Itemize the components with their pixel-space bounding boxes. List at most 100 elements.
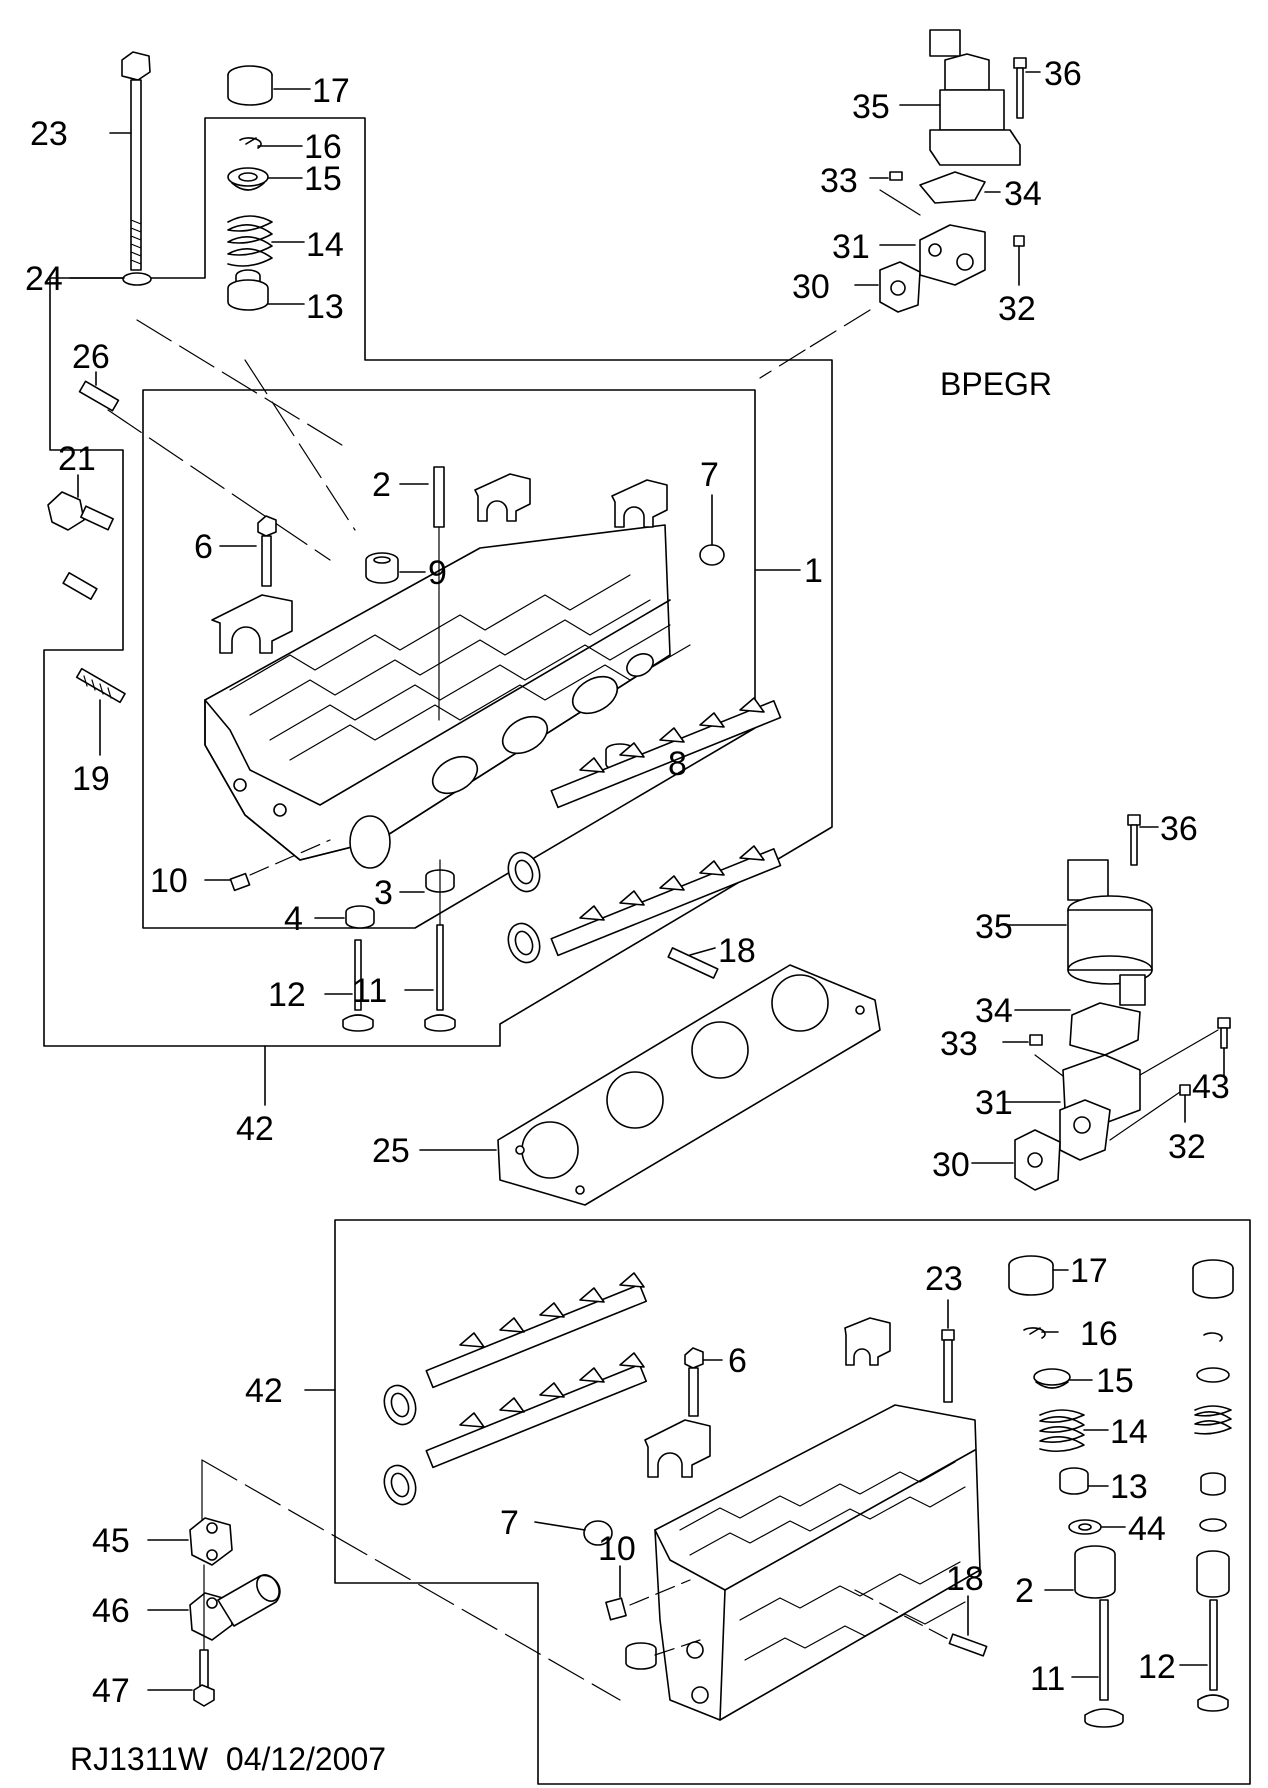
guide-far-right: [1196, 1550, 1230, 1598]
camshaft-top-upper: [550, 697, 782, 809]
callout-17-bottom: 17: [1070, 1252, 1108, 1290]
callout-18-top: 18: [718, 932, 756, 970]
adapter-31a: [919, 224, 986, 286]
seal-13a: [227, 269, 269, 311]
gasket-34a: [919, 171, 986, 204]
cylinder-head-42-bottom: [654, 1404, 981, 1721]
plug-7b: [583, 1520, 613, 1546]
callout-7-bottom: 7: [500, 1504, 519, 1542]
callout-17-top: 17: [312, 72, 350, 110]
group-42-top-outline: [43, 117, 833, 1047]
bearing-cap-bottom: [644, 1419, 711, 1478]
callout-42-top: 42: [236, 1110, 274, 1148]
gasket-34b: [1069, 1002, 1141, 1056]
callout-46: 46: [92, 1592, 130, 1630]
camshaft-bottom-upper: [425, 1272, 648, 1389]
lifter-17b: [1008, 1255, 1054, 1296]
callout-34-right: 34: [975, 992, 1013, 1030]
callout-4: 4: [284, 900, 303, 938]
seal-far-right: [1200, 1472, 1226, 1496]
bolt-6a: [257, 515, 277, 587]
variant-label: BPEGR: [940, 366, 1052, 402]
retainer-15b: [1033, 1368, 1071, 1389]
camshaft-top-lower: [550, 845, 782, 957]
lifter-17a: [227, 65, 273, 106]
callout-11-bottom: 11: [1030, 1660, 1065, 1698]
callout-8: 8: [668, 745, 687, 783]
keeper-far-right: [1203, 1332, 1223, 1342]
plug-10a: [229, 872, 251, 892]
callout-13-bottom: 13: [1110, 1468, 1148, 1506]
bearing-cap-right: [611, 479, 668, 528]
dowel-26: [78, 380, 120, 412]
callout-6-top: 6: [194, 528, 213, 566]
callout-32-right: 32: [1168, 1128, 1206, 1166]
head-gasket-25: [497, 964, 881, 1206]
callout-14-top: 14: [306, 226, 344, 264]
callout-24: 24: [25, 260, 63, 298]
gasket-45: [189, 1517, 233, 1566]
cylinder-head-1: [204, 524, 691, 869]
spring-14a: [227, 215, 273, 267]
callout-2-top: 2: [372, 466, 391, 504]
guide-2b: [1074, 1545, 1116, 1599]
valve-11b: [1084, 1599, 1124, 1728]
stud-18b: [948, 1633, 988, 1657]
seal-9: [365, 552, 399, 584]
washer-24: [122, 272, 152, 286]
callout-21: 21: [58, 440, 96, 478]
callout-36-top: 36: [1044, 55, 1082, 93]
bearing-cap-mid: [474, 473, 531, 522]
lifter-far-right: [1192, 1259, 1234, 1299]
callout-30-top: 30: [792, 268, 830, 306]
guide-2a: [433, 466, 445, 528]
callout-10-top: 10: [150, 862, 188, 900]
cup-bottom: [625, 1642, 657, 1670]
callout-6-bottom: 6: [728, 1342, 747, 1380]
callout-35-right: 35: [975, 908, 1013, 946]
egr-valve-35b: [1067, 859, 1153, 1006]
camshaft-bottom-lower: [425, 1352, 648, 1469]
callout-31-right: 31: [975, 1084, 1013, 1122]
callout-2-bottom: 2: [1015, 1572, 1034, 1610]
callout-42-bottom: 42: [245, 1372, 283, 1410]
bolt-33b: [1029, 1034, 1043, 1046]
callout-16-top: 16: [304, 128, 342, 166]
bolt-6b: [684, 1347, 704, 1417]
callout-3: 3: [374, 874, 393, 912]
valve-12a: [342, 939, 374, 1032]
bolt-36b: [1127, 814, 1141, 866]
callout-25: 25: [372, 1132, 410, 1170]
callout-34-top: 34: [1004, 175, 1042, 213]
callout-35-top: 35: [852, 88, 890, 126]
stud-18a: [667, 947, 719, 979]
callout-7-top: 7: [700, 456, 719, 494]
callout-31-top: 31: [832, 228, 870, 266]
callout-30-right: 30: [932, 1146, 970, 1184]
callout-23-top: 23: [30, 115, 68, 153]
bearing-cap-bottom-top: [844, 1317, 891, 1366]
head-bolt-23: [121, 51, 151, 271]
callout-43: 43: [1192, 1068, 1230, 1106]
callout-10-bottom: 10: [598, 1530, 636, 1568]
washer-far-right: [1199, 1518, 1227, 1532]
plug-10b: [605, 1597, 627, 1621]
bearing-cap-left: [211, 594, 293, 654]
spring-14b: [1039, 1409, 1085, 1453]
bolt-36a: [1013, 57, 1027, 119]
bolt-43: [1217, 1017, 1231, 1049]
valve-11a: [424, 924, 456, 1032]
retainer-15a: [227, 167, 269, 191]
gasket-30a: [879, 261, 921, 313]
callout-13-top: 13: [306, 288, 344, 326]
oil-seal-bottom-upper: [383, 1384, 417, 1426]
washer-44: [1068, 1519, 1102, 1535]
callout-18-bottom: 18: [946, 1560, 984, 1598]
oil-seal-upper: [507, 851, 541, 893]
adapter-31b: [1059, 1054, 1141, 1161]
retainer-far-right: [1196, 1367, 1230, 1383]
bolt-47: [193, 1649, 215, 1707]
callout-44: 44: [1128, 1510, 1166, 1548]
keeper-16b: [1023, 1327, 1046, 1339]
